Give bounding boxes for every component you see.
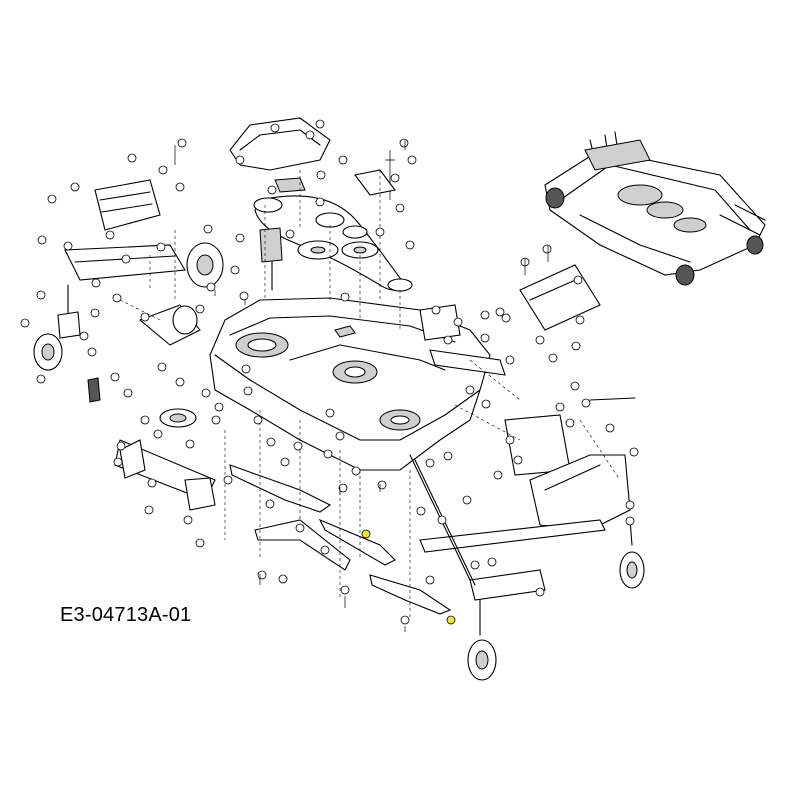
left-bracket-assembly — [33, 179, 224, 403]
part-callouts — [20, 119, 639, 625]
blades — [229, 464, 452, 615]
belt-pulley-group — [253, 150, 413, 292]
part-code-label: E3-04713A-01 — [60, 604, 192, 626]
front-axle-and-wheels — [409, 454, 645, 681]
right-bracket-chute — [419, 264, 636, 531]
leader-lines — [119, 170, 621, 620]
hardware-marks — [174, 140, 549, 632]
left-lower-pulley — [114, 408, 216, 511]
deck-shell — [209, 297, 491, 471]
assembled-deck-inset — [544, 131, 766, 286]
top-cover — [229, 117, 331, 193]
highlighted-callout-b — [446, 615, 456, 625]
highlighted-callout-a — [361, 529, 371, 539]
